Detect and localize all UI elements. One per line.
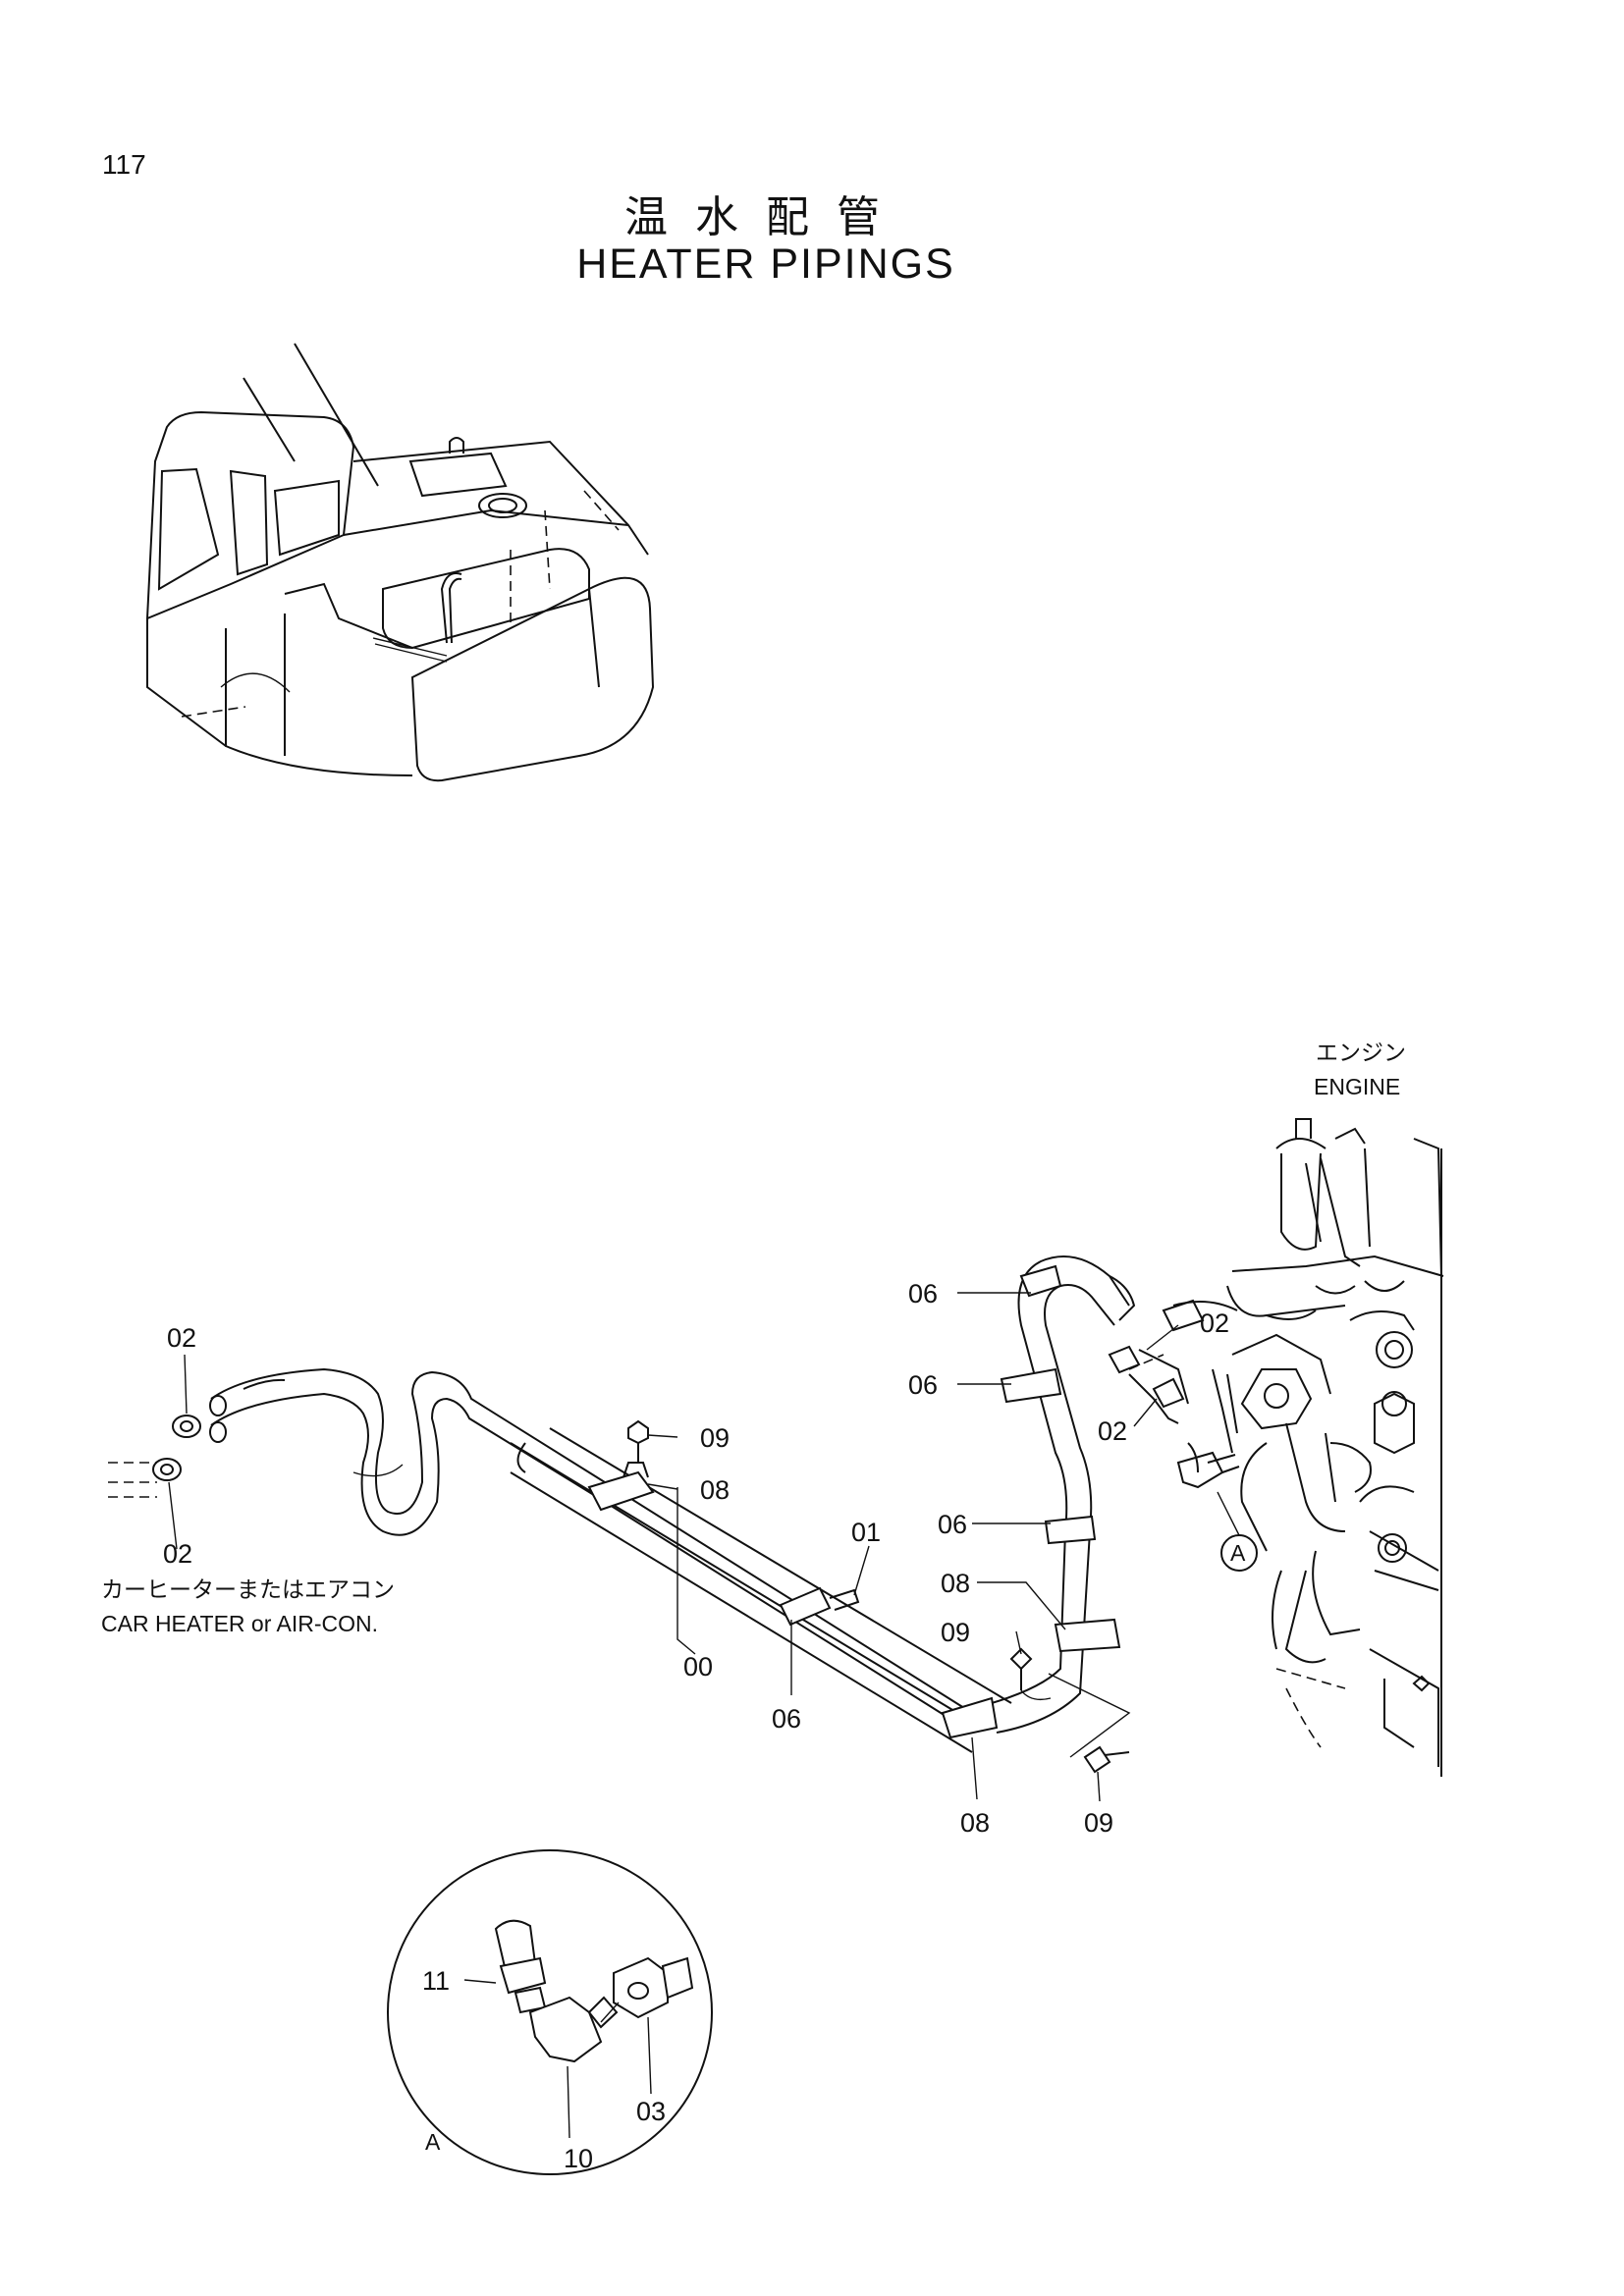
label-00-hose: 00 [683,1652,713,1682]
excavator-overview-illustration [145,343,655,782]
engine-block-illustration [1226,1118,1444,1777]
detail-a-view-label: A [425,2129,441,2155]
label-06-center: 06 [772,1704,801,1734]
car-heater-label-english: CAR HEATER or AIR-CON. [101,1611,378,1636]
label-09-bottom: 09 [1084,1808,1113,1838]
label-02-engine-mid: 02 [1098,1416,1127,1446]
label-08-right: 08 [941,1569,970,1598]
label-09-upper: 09 [700,1423,730,1453]
label-10-elbow: 10 [564,2144,593,2173]
leader-lines [168,1292,1179,2139]
detail-a-reference-leader [1217,1491,1240,1536]
label-01-pipe: 01 [851,1518,881,1547]
label-11-nipple: 11 [422,1966,450,1996]
page-title-japanese: 温水配管 [624,193,907,241]
label-06-top: 06 [908,1279,938,1308]
label-08-bottom: 08 [960,1808,990,1838]
label-09-mid: 09 [941,1618,970,1647]
label-06-third: 06 [938,1510,967,1539]
page-number: 117 [102,149,146,180]
car-heater-label-japanese: カーヒーターまたはエアコン [101,1576,395,1602]
label-06-second: 06 [908,1370,938,1400]
label-03-adapter: 03 [636,2097,666,2126]
label-02-left-top: 02 [167,1323,196,1353]
label-02-left-bottom: 02 [163,1539,192,1569]
engine-label-japanese: エンジン [1316,1040,1406,1065]
engine-label-english: ENGINE [1314,1074,1400,1099]
label-08-upper: 08 [700,1475,730,1505]
detail-a-view [387,1849,713,2175]
heater-hose-assembly [108,1255,1240,1774]
detail-a-reference-label: A [1230,1540,1246,1566]
page-title-english: HEATER PIPINGS [576,240,955,288]
label-02-engine-top: 02 [1200,1308,1229,1338]
